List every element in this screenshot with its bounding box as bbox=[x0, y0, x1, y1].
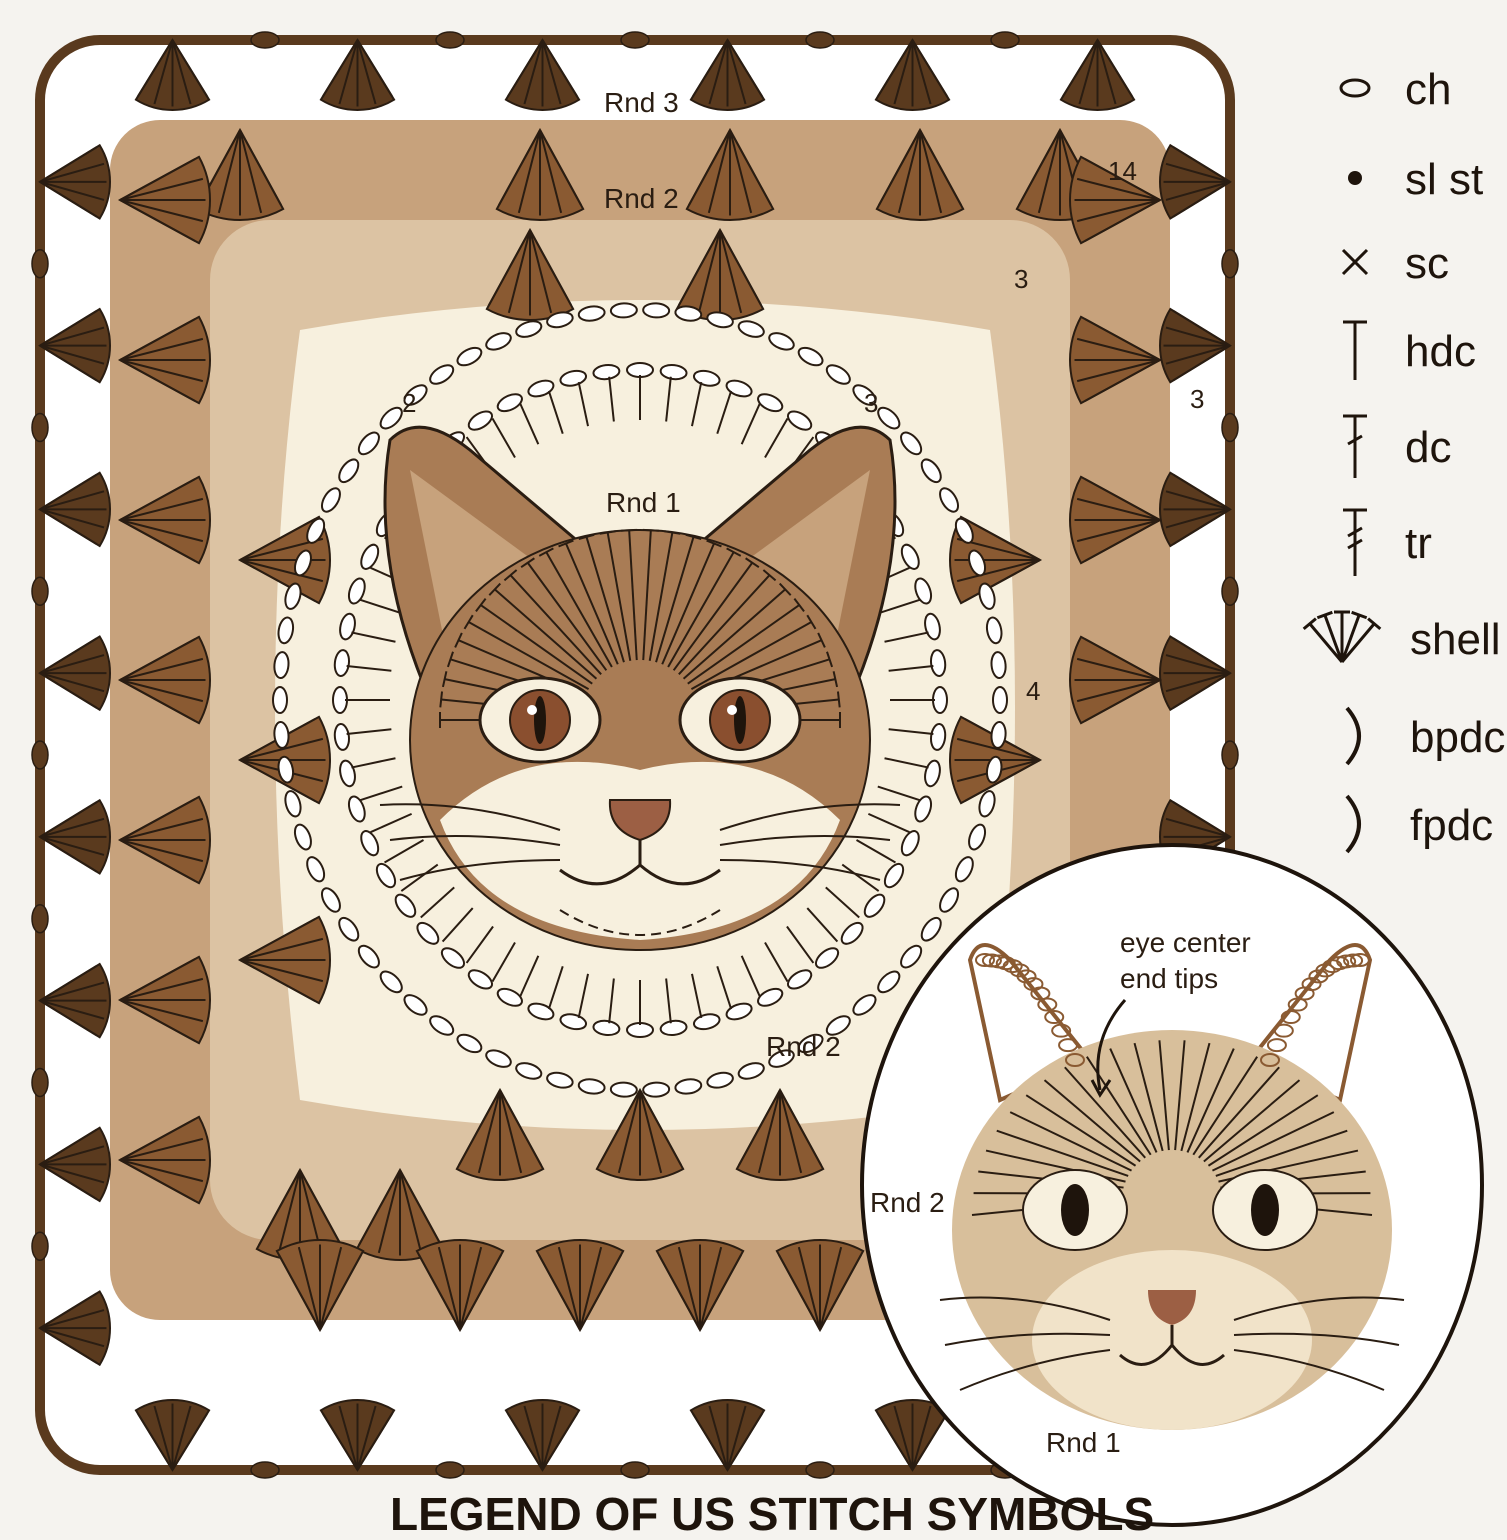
chain-stitch bbox=[32, 741, 48, 769]
stitch-legend: ch sl st sc hdc dc tr shell bpdc fpdc bbox=[1304, 65, 1506, 852]
legend-row-hdc: hdc bbox=[1343, 322, 1476, 380]
chain-stitch bbox=[251, 1462, 279, 1478]
tr-icon bbox=[1343, 510, 1367, 576]
fpdc-icon bbox=[1347, 796, 1359, 852]
label-rnd3: Rnd 3 bbox=[604, 87, 679, 118]
chain-stitch bbox=[32, 414, 48, 442]
label-num-3a: 3 bbox=[1014, 264, 1028, 294]
legend-row-fpdc: fpdc bbox=[1347, 796, 1493, 852]
chain-stitch bbox=[32, 250, 48, 278]
chain-stitch bbox=[621, 1462, 649, 1478]
legend-row-ch: ch bbox=[1341, 65, 1451, 114]
shell-icon bbox=[1304, 612, 1381, 662]
cross-icon bbox=[1343, 250, 1367, 274]
chain-stitch bbox=[621, 32, 649, 48]
chain-stitch bbox=[436, 32, 464, 48]
cat-eye-left bbox=[480, 678, 600, 762]
chain-stitch bbox=[32, 1232, 48, 1260]
legend-row-dc: dc bbox=[1343, 416, 1451, 478]
bpdc-icon bbox=[1347, 708, 1359, 764]
chain-stitch bbox=[1222, 414, 1238, 442]
chain-stitch bbox=[806, 32, 834, 48]
dot-icon bbox=[1348, 171, 1362, 185]
legend-row-shell: shell bbox=[1304, 612, 1501, 664]
inset-note-line1: eye center bbox=[1120, 927, 1251, 958]
chain-stitch bbox=[1222, 250, 1238, 278]
inset-note-line2: end tips bbox=[1120, 963, 1218, 994]
legend-label: sl st bbox=[1405, 155, 1483, 204]
inset-detail: eye center end tips Rnd 2 Rnd 1 bbox=[862, 845, 1482, 1525]
chain-stitch bbox=[333, 687, 347, 713]
chain-stitch bbox=[643, 303, 670, 318]
chain-stitch bbox=[993, 687, 1007, 713]
legend-label: fpdc bbox=[1410, 801, 1493, 850]
hdc-icon bbox=[1343, 322, 1367, 380]
chain-stitch bbox=[32, 905, 48, 933]
label-rnd2-inset: Rnd 2 bbox=[870, 1187, 945, 1218]
legend-row-tr: tr bbox=[1343, 510, 1432, 576]
chain-stitch bbox=[643, 1082, 670, 1097]
legend-row-sl-st: sl st bbox=[1348, 155, 1483, 204]
legend-label: tr bbox=[1405, 519, 1432, 568]
chain-stitch bbox=[627, 1023, 653, 1037]
label-num-2: 2 bbox=[402, 388, 416, 418]
dc-icon bbox=[1343, 416, 1367, 478]
chain-stitch bbox=[32, 577, 48, 605]
legend-row-sc: sc bbox=[1343, 239, 1449, 288]
chain-stitch bbox=[1222, 577, 1238, 605]
legend-label: sc bbox=[1405, 239, 1449, 288]
chain-stitch bbox=[1222, 741, 1238, 769]
inset-eye-left bbox=[1023, 1170, 1127, 1250]
cat-eye-right bbox=[680, 678, 800, 762]
chain-stitch bbox=[273, 687, 287, 713]
chain-stitch bbox=[806, 1462, 834, 1478]
legend-label: shell bbox=[1410, 615, 1501, 664]
chain-stitch bbox=[611, 303, 638, 318]
legend-row-bpdc: bpdc bbox=[1347, 708, 1505, 764]
label-rnd1-inset: Rnd 1 bbox=[1046, 1427, 1121, 1458]
chain-stitch bbox=[627, 363, 653, 377]
chain-stitch bbox=[933, 687, 947, 713]
label-num-14: 14 bbox=[1108, 156, 1137, 186]
label-num-3c: 3 bbox=[864, 388, 878, 418]
chain-stitch bbox=[991, 32, 1019, 48]
legend-label: ch bbox=[1405, 65, 1451, 114]
legend-label: bpdc bbox=[1410, 713, 1505, 762]
label-num-4: 4 bbox=[1026, 676, 1040, 706]
legend-label: hdc bbox=[1405, 327, 1476, 376]
label-rnd2-top: Rnd 2 bbox=[604, 183, 679, 214]
label-num-3b: 3 bbox=[1190, 384, 1204, 414]
chain-stitch bbox=[436, 1462, 464, 1478]
chain-stitch bbox=[32, 1069, 48, 1097]
label-rnd1-main: Rnd 1 bbox=[606, 487, 681, 518]
legend-label: dc bbox=[1405, 423, 1451, 472]
chain-stitch bbox=[611, 1082, 638, 1097]
diagram-title: LEGEND OF US STITCH SYMBOLS bbox=[390, 1488, 1154, 1535]
label-rnd2-main: Rnd 2 bbox=[766, 1031, 841, 1062]
inset-eye-right bbox=[1213, 1170, 1317, 1250]
chain-oval-icon bbox=[1341, 80, 1369, 96]
chain-stitch bbox=[251, 32, 279, 48]
